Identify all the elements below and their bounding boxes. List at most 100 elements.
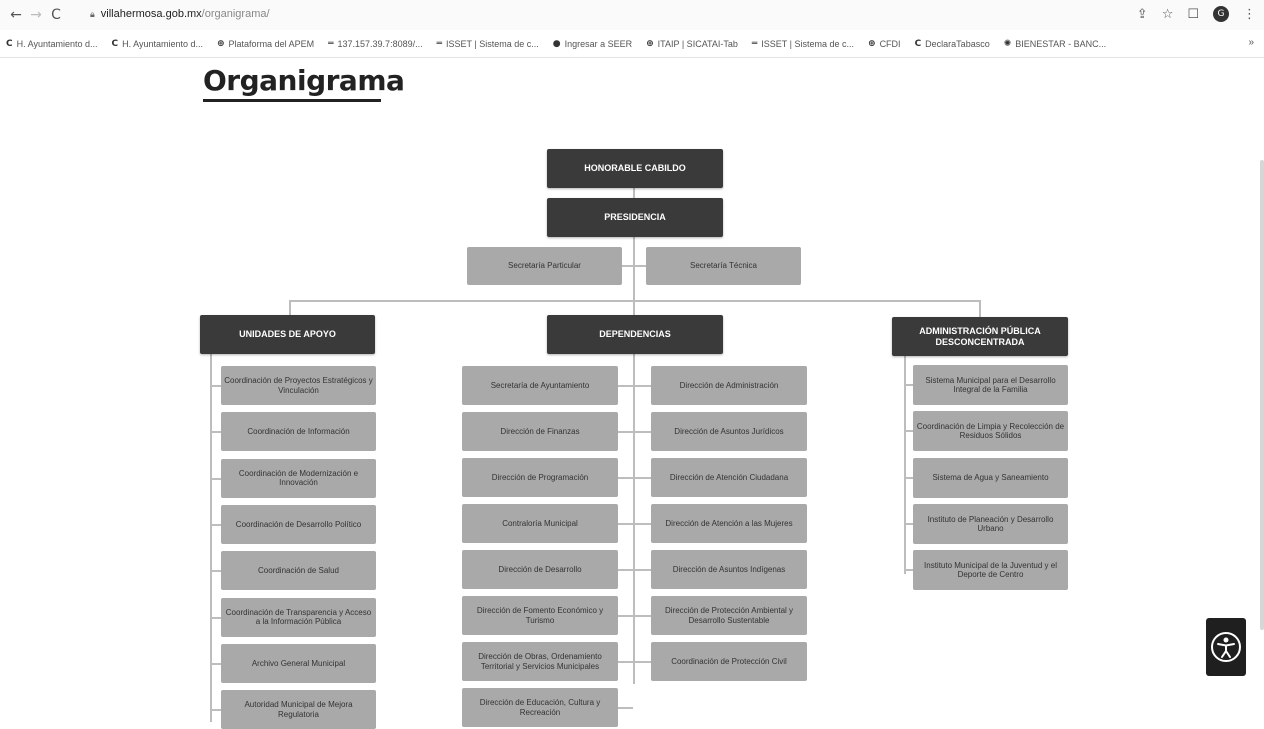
dependencia-item: Dirección de Administración (651, 366, 807, 405)
bookmark-label: H. Ayuntamiento d... (122, 38, 203, 49)
title-underline (203, 99, 381, 102)
back-button[interactable]: ← (10, 7, 22, 23)
desconcentrada-item: Sistema de Agua y Saneamiento (913, 457, 1068, 498)
bookmark-favicon-icon: C (6, 38, 13, 49)
reload-button[interactable]: C (51, 7, 61, 23)
dependencia-item: Coordinación de Protección Civil (651, 642, 807, 681)
bookmark-item[interactable]: ⊕ITAIP | SICATAI-Tab (646, 39, 738, 49)
dependencia-item: Contraloría Municipal (462, 504, 618, 543)
url-host: villahermosa.gob.mx (100, 8, 202, 20)
connector-line (633, 188, 635, 302)
unidad-apoyo-item: Coordinación de Información (221, 412, 376, 452)
connector-line (904, 430, 914, 433)
bookmark-label: ISSET | Sistema de c... (761, 38, 855, 49)
bookmark-item[interactable]: ✺BIENESTAR - BANC... (1004, 39, 1106, 49)
bookmark-favicon-icon: ═ (328, 38, 334, 49)
connector-line (618, 569, 633, 571)
profile-avatar[interactable]: G (1213, 6, 1229, 22)
bookmark-favicon-icon: ⊕ (217, 38, 225, 49)
connector-line (618, 385, 633, 387)
connector-line (633, 300, 635, 316)
connector-line (210, 523, 222, 526)
share-icon[interactable]: ⇪ (1136, 6, 1148, 22)
desconcentrada-item: Instituto de Planeación y Desarrollo Urb… (913, 503, 1068, 544)
cabildo-box: HONORABLE CABILDO (547, 149, 723, 188)
bookmark-item[interactable]: ═ISSET | Sistema de c... (752, 39, 854, 49)
connector-line (904, 522, 914, 525)
bookmarks-more-button[interactable]: » (1248, 37, 1254, 48)
desconcentrada-item: Instituto Municipal de la Juventud y el … (913, 550, 1068, 591)
page-title: Organigrama (203, 64, 405, 97)
bookmark-label: Ingresar a SEER (564, 38, 633, 49)
bookmark-label: DeclaraTabasco (925, 38, 990, 49)
connector-line (210, 431, 222, 434)
unidad-apoyo-item: Coordinación de Transparencia y Acceso a… (221, 597, 376, 637)
connector-line (979, 300, 981, 318)
bookmark-item[interactable]: ═ISSET | Sistema de c... (437, 39, 539, 49)
bookmark-star-icon[interactable]: ☆ (1161, 6, 1174, 22)
dependencia-item: Dirección de Finanzas (462, 412, 618, 451)
connector-line (210, 662, 222, 665)
bookmark-label: ISSET | Sistema de c... (446, 38, 539, 49)
bookmark-favicon-icon: ● (552, 38, 561, 49)
dependencia-item: Dirección de Educación, Cultura y Recrea… (462, 688, 618, 727)
dependencia-item: Dirección de Fomento Económico y Turismo (462, 596, 618, 635)
connector-line (618, 661, 633, 663)
connector-line (904, 384, 914, 386)
dependencia-item: Dirección de Obras, Ordenamiento Territo… (462, 642, 618, 681)
unidades-apoyo-header: UNIDADES DE APOYO (200, 315, 375, 354)
connector-line (635, 615, 651, 617)
dependencia-item: Dirección de Programación (462, 458, 618, 497)
scrollbar[interactable] (1260, 160, 1264, 630)
connector-line (635, 431, 651, 433)
bookmark-label: 137.157.39.7:8089/... (337, 38, 423, 49)
connector-line (618, 523, 633, 525)
unidad-apoyo-item: Coordinación de Salud (221, 551, 376, 591)
connector-line (633, 354, 635, 684)
bookmark-label: BIENESTAR - BANC... (1015, 38, 1107, 49)
bookmark-favicon-icon: ✺ (1003, 38, 1012, 49)
desconcentrada-item: Sistema Municipal para el Desarrollo Int… (913, 365, 1068, 405)
forward-button[interactable]: → (30, 7, 42, 23)
connector-line (622, 265, 646, 267)
connector-line (210, 354, 212, 722)
secretaria-particular-box: Secretaría Particular (467, 247, 622, 285)
bookmark-item[interactable]: ⊕Plataforma del APEM (217, 39, 314, 49)
connector-line (210, 570, 222, 573)
address-bar[interactable]: 🔒︎ villahermosa.gob.mx/organigrama/ (90, 8, 270, 20)
connector-line (618, 615, 633, 617)
accessibility-icon (1211, 632, 1241, 662)
connector-line (635, 661, 651, 663)
connector-line (618, 431, 633, 433)
dependencia-item: Dirección de Asuntos Jurídicos (651, 412, 807, 451)
unidad-apoyo-item: Coordinación de Proyectos Estratégicos y… (221, 366, 376, 405)
connector-line (618, 707, 633, 709)
connector-line (210, 477, 222, 480)
connector-line (904, 569, 914, 572)
dependencia-item: Dirección de Desarrollo (462, 550, 618, 589)
desconcentrada-item: Coordinación de Limpia y Recolección de … (913, 411, 1068, 452)
bookmark-favicon-icon: C (111, 38, 119, 49)
dependencia-item: Dirección de Protección Ambiental y Desa… (651, 596, 807, 635)
tab-icon[interactable]: ☐ (1187, 6, 1199, 22)
accessibility-button[interactable] (1206, 618, 1246, 676)
bookmark-favicon-icon: C (914, 38, 922, 49)
lock-icon: 🔒︎ (90, 8, 95, 19)
dependencia-item: Secretaría de Ayuntamiento (462, 366, 618, 405)
bookmark-item[interactable]: ═137.157.39.7:8089/... (328, 39, 423, 49)
connector-line (289, 300, 291, 316)
connector-line (210, 709, 222, 712)
bookmark-label: ITAIP | SICATAI-Tab (657, 38, 738, 49)
connector-line (904, 476, 914, 479)
connector-line (635, 569, 651, 571)
connector-line (635, 385, 651, 387)
dependencia-item: Dirección de Atención Ciudadana (651, 458, 807, 497)
bookmark-item[interactable]: ⊕CFDI (868, 39, 901, 49)
bookmark-item[interactable]: ●Ingresar a SEER (553, 39, 632, 49)
bookmark-favicon-icon: ⊕ (646, 38, 654, 49)
menu-icon[interactable]: ⋮ (1243, 6, 1256, 22)
